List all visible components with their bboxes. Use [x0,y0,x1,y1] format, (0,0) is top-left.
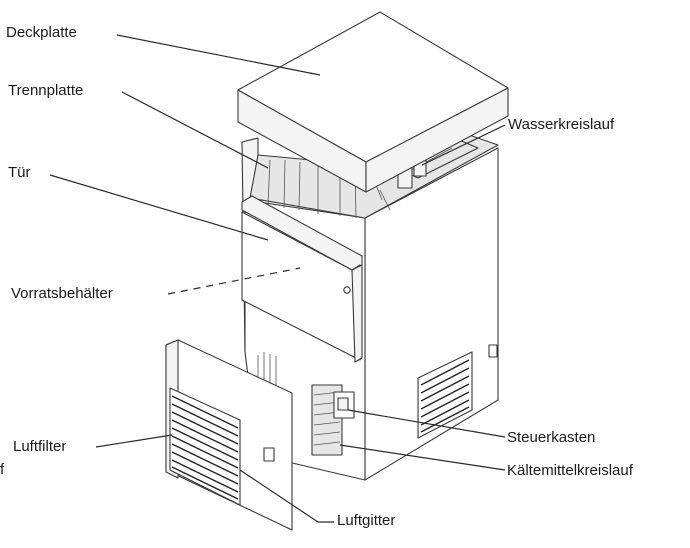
storage-door-edge [351,264,363,363]
label-wasserkreislauf: Wasserkreislauf [508,116,615,133]
label-deckplatte: Deckplatte [6,24,77,41]
front-panel-latch [263,447,275,462]
leader-tuer [49,174,269,241]
front-grille-slats [171,395,239,500]
leader-vorratsbehaelter [167,267,301,295]
leader-kaeltemittelkreislauf [339,444,506,471]
label-vorratsbehaelter: Vorratsbehälter [11,285,113,302]
label-trennplatte: Trennplatte [8,82,84,99]
leader-trennplatte [121,91,269,169]
edge-text-fragment: f [0,461,5,478]
label-kaeltemittelkreislauf: Kältemittelkreislauf [507,462,633,479]
label-luftgitter: Luftgitter [337,512,396,529]
door-latch [343,286,351,294]
leader-luftfilter [95,434,173,448]
leader-wasserkreislauf [421,124,506,166]
top-plate [237,11,509,193]
leader-deckplatte [116,34,321,76]
internal-struts [267,159,357,219]
label-steuerkasten: Steuerkasten [507,429,596,446]
front-panel [165,339,293,531]
label-luftfilter: Luftfilter [13,438,67,455]
side-vent-grille [417,351,473,439]
leader-luftgitter [239,469,334,523]
control-box-window [337,397,349,411]
leader-steuerkasten [347,409,506,438]
label-tuer: Tür [8,164,31,181]
side-fitting [488,344,498,358]
